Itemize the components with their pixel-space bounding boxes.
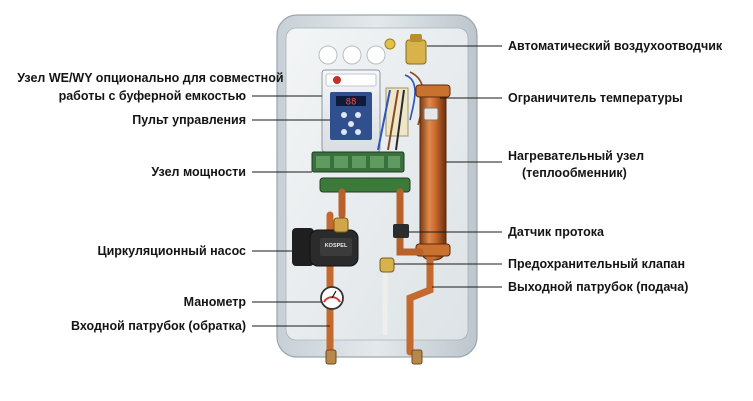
label-manometer: Манометр (184, 295, 247, 309)
flow-sensor-body (393, 224, 409, 238)
wire (377, 89, 391, 151)
label-control-panel: Пульт управления (132, 113, 246, 127)
air-vent-body (405, 39, 427, 65)
label-air-vent: Автоматический воздухоотводчик (508, 39, 723, 53)
pump-coupling (333, 217, 349, 233)
brand-logo-icon (333, 76, 341, 84)
copper-pipe-loop (338, 188, 424, 256)
wire (387, 89, 399, 151)
top-hole (342, 45, 362, 65)
power-module-terminal (316, 156, 330, 168)
panel-button (355, 112, 361, 118)
pump-motor (292, 228, 314, 266)
labels-right: Автоматический воздухоотводчик Ограничит… (508, 39, 723, 294)
top-hole (366, 45, 386, 65)
panel-button (355, 129, 361, 135)
label-we-wy-unit-line-1: Узел WE/WY опционально для совместной (17, 71, 283, 85)
heat-exchanger-top-flange (415, 84, 451, 98)
label-inlet-pipe: Входной патрубок (обратка) (71, 319, 246, 333)
green-collector (319, 177, 411, 193)
panel-display (336, 96, 366, 106)
label-flow-sensor: Датчик протока (508, 225, 605, 239)
temp-limiter-body (423, 107, 439, 121)
top-hole (318, 45, 338, 65)
inlet-connector (325, 349, 337, 365)
label-heating-unit-line-2: (теплообменник) (522, 166, 627, 180)
label-outlet-pipe: Выходной патрубок (подача) (508, 280, 688, 294)
label-circulation-pump: Циркуляционный насос (97, 244, 246, 258)
label-heating-unit-line-1: Нагревательный узел (508, 149, 644, 163)
panel-display-value: 88 (346, 98, 357, 108)
label-power-unit: Узел мощности (151, 165, 246, 179)
outlet-connector (411, 349, 423, 365)
label-we-wy-unit-line-2: работы с буферной емкостью (59, 89, 247, 103)
top-hole (384, 38, 396, 50)
labels-left: Узел WE/WY опционально для совместной ра… (17, 71, 287, 333)
label-safety-valve: Предохранительный клапан (508, 257, 685, 271)
power-module-terminal (370, 156, 384, 168)
power-module-terminal (334, 156, 348, 168)
label-we-wy-unit: Узел WE/WY опционально для совместной ра… (17, 71, 287, 103)
manometer-needle (331, 290, 337, 299)
panel-button (348, 121, 354, 127)
air-vent-cap (410, 34, 422, 42)
label-heating-unit: Нагревательный узел (теплообменник) (508, 149, 648, 180)
power-module-terminal (352, 156, 366, 168)
safety-valve-body (379, 257, 395, 273)
pump-brand-label: KOSPEL (325, 243, 348, 249)
pump-label-plate (320, 238, 352, 256)
wire (395, 89, 405, 151)
label-temp-limiter: Ограничитель температуры (508, 91, 683, 105)
leader-lines (252, 45, 502, 327)
wire (404, 74, 416, 121)
boiler-device: 88 (276, 14, 478, 365)
copper-pipe-outlet (406, 256, 434, 356)
panel-button (341, 129, 347, 135)
panel-button (341, 112, 347, 118)
power-module-terminal (388, 156, 400, 168)
